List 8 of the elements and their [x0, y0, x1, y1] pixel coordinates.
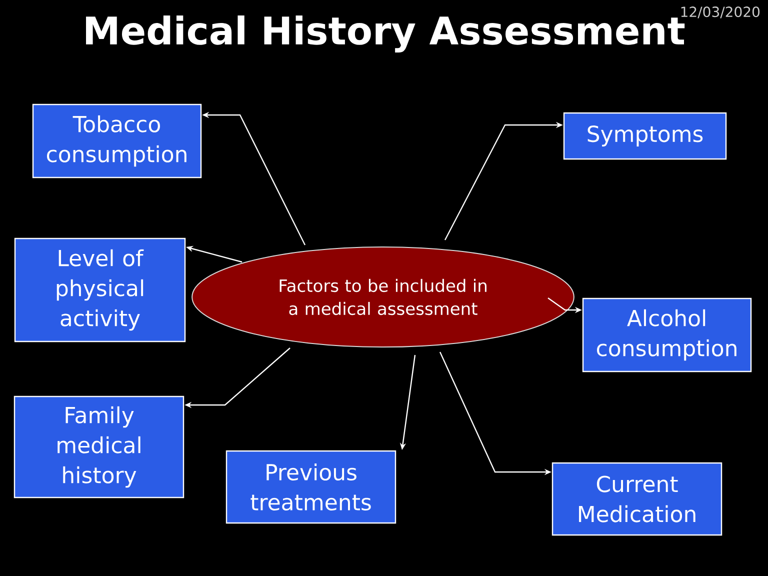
factor-box: Level of physical activity — [14, 238, 186, 342]
factor-box: Tobacco consumption — [32, 104, 202, 178]
date-label: 12/03/2020 — [681, 6, 760, 18]
factor-box: Alcohol consumption — [582, 298, 752, 372]
factor-box: Current Medication — [552, 462, 722, 536]
factor-box: Family medical history — [14, 396, 184, 498]
factor-box: Symptoms — [563, 112, 727, 160]
factor-box: Previous treatments — [226, 450, 396, 524]
